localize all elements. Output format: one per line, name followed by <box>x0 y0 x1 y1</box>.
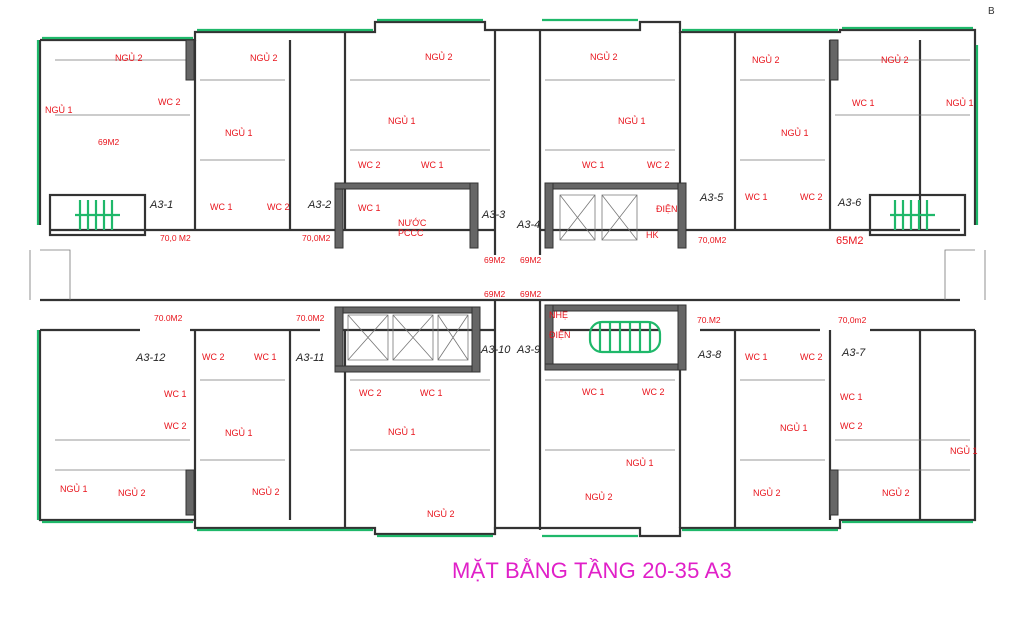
room-label: NGỦ 1 <box>60 483 88 494</box>
room-label: NGỦ 2 <box>118 487 146 498</box>
room-label: NGỦ 1 <box>781 127 809 138</box>
room-label: WC 2 <box>164 421 187 431</box>
unit-label: A3-10 <box>480 344 511 356</box>
room-label: NGỦ 2 <box>585 491 613 502</box>
room-label: ĐIỆN <box>549 330 571 340</box>
room-label: NGỦ 1 <box>388 115 416 126</box>
room-label: NGỦ 1 <box>626 457 654 468</box>
room-label: WC 2 <box>840 421 863 431</box>
room-label: NGỦ 2 <box>753 487 781 498</box>
room-label: NGỦ 1 <box>780 422 808 433</box>
unit-label: A3-3 <box>481 209 506 221</box>
unit-label: A3-4 <box>516 219 540 231</box>
room-label: WC 1 <box>745 352 768 362</box>
unit-label: A3-12 <box>135 352 165 364</box>
room-label: NGỦ 1 <box>225 127 253 138</box>
unit-area-label: 69M2 <box>520 255 542 265</box>
room-label: NGỦ 2 <box>590 51 618 62</box>
unit-area-label: 70,0M2 <box>302 233 331 243</box>
room-label: WC 1 <box>420 388 443 398</box>
room-label: WC 2 <box>202 352 225 362</box>
room-label: WC 1 <box>358 203 381 213</box>
room-label: WC 2 <box>158 97 181 107</box>
unit-area-label: 69M2 <box>484 255 506 265</box>
walls <box>29 20 986 538</box>
room-label: NGỦ 2 <box>250 52 278 63</box>
room-label: NGỦ 1 <box>225 427 253 438</box>
unit-area-label: 69M2 <box>520 289 542 299</box>
room-label: NGỦ 1 <box>950 445 978 456</box>
unit-area-label: 70,0M2 <box>698 235 727 245</box>
unit-label: A3-9 <box>516 344 540 356</box>
room-label: WC 1 <box>852 98 875 108</box>
unit-label: A3-5 <box>699 192 724 204</box>
unit-label: A3-2 <box>307 199 331 211</box>
window-glazing <box>36 18 979 538</box>
unit-area-label: 70,0m2 <box>838 315 867 325</box>
room-label: WC 1 <box>164 389 187 399</box>
unit-area-label: 70,0 M2 <box>160 233 191 243</box>
room-label: NGỦ 2 <box>881 54 909 65</box>
room-label: WC 1 <box>254 352 277 362</box>
room-label: WC 2 <box>359 388 382 398</box>
room-label: NGỦ 1 <box>618 115 646 126</box>
elevators <box>347 194 638 361</box>
room-label: WC 2 <box>800 352 823 362</box>
room-label: WC 1 <box>582 387 605 397</box>
room-label: NGỦ 1 <box>388 426 416 437</box>
unit-label: A3-1 <box>149 199 173 211</box>
room-label: NGỦ 2 <box>425 51 453 62</box>
unit-area-label: 69M2 <box>484 289 506 299</box>
unit-label: A3-8 <box>697 349 722 361</box>
structural-cores <box>185 39 839 516</box>
unit-area-label: 70.0M2 <box>154 313 183 323</box>
compass-north-label: B <box>988 6 995 17</box>
room-label: WC 2 <box>647 160 670 170</box>
stairs <box>48 193 967 354</box>
room-label: NGỦ 2 <box>252 486 280 497</box>
room-label: WC 2 <box>358 160 381 170</box>
unit-area-label: 65M2 <box>836 235 864 247</box>
room-label: WC 2 <box>642 387 665 397</box>
room-label: NHẸ <box>549 310 568 320</box>
room-label: WC 2 <box>267 202 290 212</box>
room-label: NGỦ 2 <box>752 54 780 65</box>
room-label: ĐIỆN <box>656 204 678 214</box>
room-label: NGỦ 1 <box>946 97 974 108</box>
room-label: WC 1 <box>210 202 233 212</box>
room-label: PCCC <box>398 228 424 238</box>
unit-label: A3-11 <box>295 352 325 364</box>
room-label: HK <box>646 230 659 240</box>
unit-label: A3-7 <box>841 347 866 359</box>
room-label: NGỦ 2 <box>882 487 910 498</box>
room-label: WC 1 <box>745 192 768 202</box>
room-label: WC 1 <box>582 160 605 170</box>
room-label: NGỦ 2 <box>427 508 455 519</box>
room-label: NGỦ 2 <box>115 52 143 63</box>
unit-area-label: 70.M2 <box>697 315 721 325</box>
unit-area-label: 70.0M2 <box>296 313 325 323</box>
unit-area-label: 69M2 <box>98 137 120 147</box>
room-label: WC 1 <box>421 160 444 170</box>
unit-label: A3-6 <box>837 197 862 209</box>
room-label: WC 1 <box>840 392 863 402</box>
plan-title: MẶT BẰNG TẦNG 20-35 A3 <box>452 558 732 583</box>
room-label: NGỦ 1 <box>45 104 73 115</box>
room-label: WC 2 <box>800 192 823 202</box>
room-label: NƯỚC <box>398 218 427 228</box>
